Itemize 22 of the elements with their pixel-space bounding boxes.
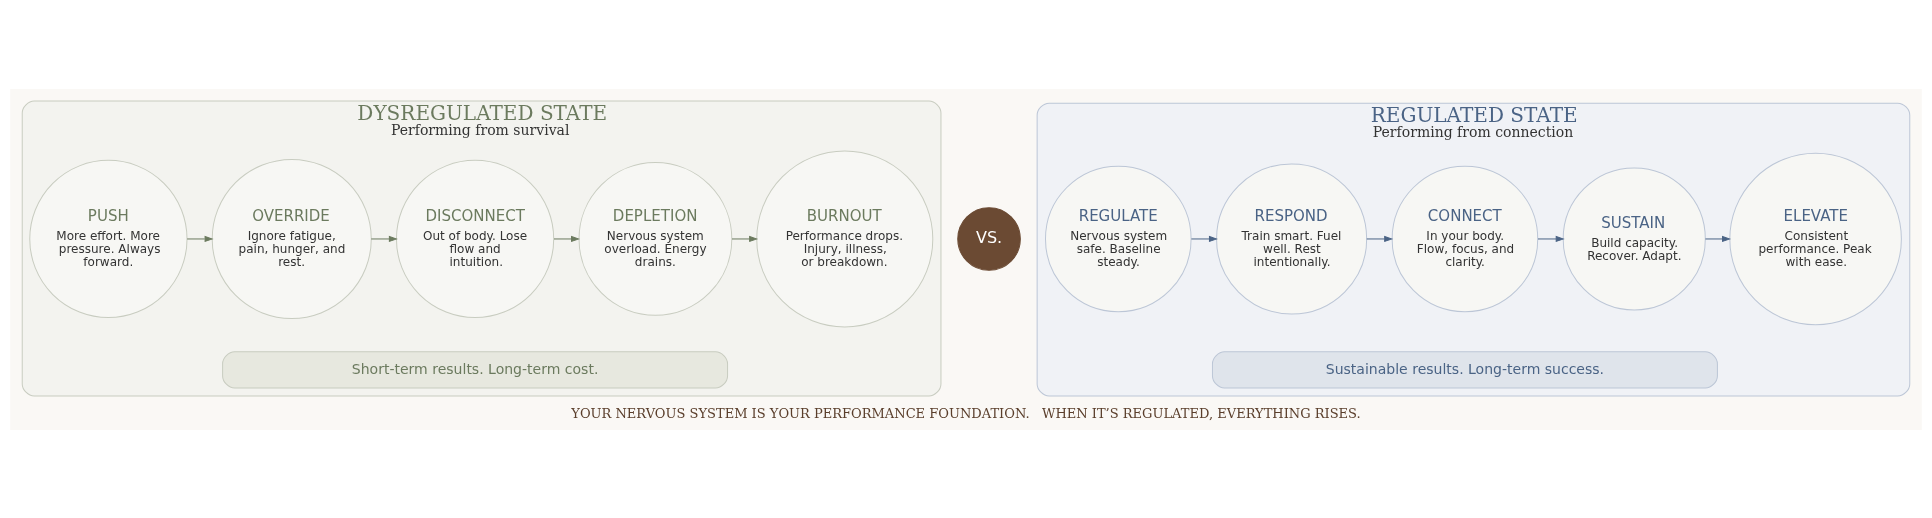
node-circle: ELEVATE Consistent performance. Peak with ease. bbox=[1729, 152, 1902, 325]
arrow bbox=[186, 235, 213, 242]
node-circle: BURNOUT Performance drops. Injury, illness, or breakdown. bbox=[756, 149, 934, 327]
arrow bbox=[1366, 235, 1393, 242]
node-circle: SUSTAIN Build capacity. Recover. Adapt. bbox=[1562, 166, 1706, 310]
arrow bbox=[553, 235, 580, 242]
arrow bbox=[1537, 235, 1564, 242]
node-circle: PUSH More effort. More pressure. Always forward. bbox=[29, 159, 188, 318]
node-circle: DISCONNECT Out of body. Lose flow and intuition. bbox=[395, 159, 555, 318]
node-circle: OVERRIDE Ignore fatigue, pain, hunger, and rest. bbox=[211, 158, 372, 319]
node-circle: REGULATE Nervous system safe. Baseline steady. bbox=[1045, 165, 1192, 312]
arrow bbox=[370, 235, 397, 242]
arrow bbox=[1190, 235, 1217, 242]
node-box: Short-term results. Long-term cost. bbox=[222, 350, 729, 388]
node-circle: CONNECT In your body. Flow, focus, and clarity. bbox=[1391, 165, 1539, 312]
caption: YOUR NERVOUS SYSTEM IS YOUR PERFORMANCE FOUNDATION. WHEN IT’S REGULATED, EVERYTHING RISES. bbox=[571, 405, 1361, 421]
arrow bbox=[1704, 235, 1731, 242]
arrow bbox=[731, 235, 758, 242]
node-circle: VS. bbox=[957, 206, 1021, 271]
node-circle: DEPLETION Nervous system overload. Energy drains. bbox=[578, 161, 733, 316]
node-circle: RESPOND Train smart. Fuel well. Rest intentionally. bbox=[1216, 162, 1368, 314]
node-box: Sustainable results. Long-term success. bbox=[1211, 350, 1718, 388]
